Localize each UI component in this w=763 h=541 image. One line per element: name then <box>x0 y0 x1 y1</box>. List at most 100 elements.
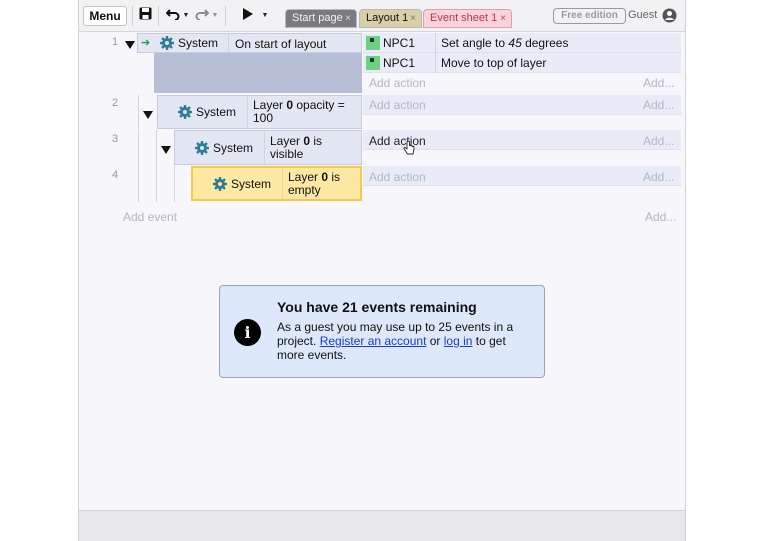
toolbar-divider <box>158 6 159 26</box>
menu-button[interactable]: Menu <box>83 6 127 26</box>
action-object: NPC1 <box>366 56 415 70</box>
tab-label: Layout 1 <box>366 12 409 24</box>
condition-text: Layer 0 is visible <box>270 135 355 161</box>
save-icon[interactable] <box>137 6 153 26</box>
indent-line <box>138 95 139 129</box>
condition-text: Layer 0 is empty <box>288 171 358 197</box>
undo-icon[interactable] <box>165 6 181 26</box>
condition-text-part: Layer <box>253 98 287 112</box>
sprite-icon <box>366 36 380 50</box>
play-dropdown-icon[interactable]: ▼ <box>261 12 269 19</box>
condition-object: System <box>178 105 236 119</box>
condition-text-part: Layer <box>288 170 322 184</box>
hand-cursor-icon <box>403 140 415 155</box>
condition-object: System <box>160 36 218 50</box>
cell-divider <box>264 131 265 164</box>
system-gear-icon <box>160 36 174 50</box>
system-gear-icon <box>178 105 192 119</box>
cell-divider <box>435 33 436 53</box>
log-in-link[interactable]: log in <box>443 334 473 348</box>
add-action-link[interactable]: Add action <box>369 98 426 112</box>
tab-close-icon[interactable]: × <box>500 13 506 24</box>
tab-event-sheet-1[interactable]: Event sheet 1 × <box>423 9 512 28</box>
system-gear-icon <box>213 177 227 191</box>
add-action-link[interactable]: Add action <box>369 170 426 184</box>
condition-object: System <box>213 177 271 191</box>
tab-label: Start page <box>292 12 343 24</box>
event-number: 1 <box>111 36 119 48</box>
add-action-link[interactable]: Add action <box>369 134 426 148</box>
event-block-background <box>154 53 362 93</box>
indent-line <box>156 166 157 202</box>
add-menu-link[interactable]: Add... <box>643 134 675 148</box>
free-edition-badge[interactable]: Free edition <box>553 8 626 24</box>
toolbar-divider <box>225 6 226 26</box>
action-row[interactable]: Add action Add... <box>363 166 681 186</box>
add-action-link[interactable]: Add action <box>369 76 426 90</box>
condition-object-name: System <box>196 105 237 119</box>
action-row[interactable]: NPC1 Set angle to 45 degrees <box>363 33 681 53</box>
add-event-link[interactable]: Add event <box>123 210 178 224</box>
add-menu-link[interactable]: Add... <box>643 98 675 112</box>
event-number: 4 <box>111 169 119 181</box>
action-text: Set angle to 45 degrees <box>441 36 568 50</box>
tab-label: Event sheet 1 <box>430 12 498 24</box>
system-gear-icon <box>195 141 209 155</box>
user-account-icon[interactable] <box>662 8 677 23</box>
cell-divider <box>435 53 436 73</box>
collapse-triangle-icon[interactable] <box>125 38 135 49</box>
collapse-triangle-icon[interactable] <box>143 108 153 119</box>
tab-layout-1[interactable]: Layout 1 × <box>359 9 422 28</box>
condition-object: System <box>195 141 253 155</box>
guest-label[interactable]: Guest <box>628 9 658 21</box>
register-account-link[interactable]: Register an account <box>319 334 427 348</box>
event-number: 2 <box>111 97 119 109</box>
condition-text-part: Layer <box>270 134 304 148</box>
redo-icon[interactable] <box>194 6 210 26</box>
collapse-triangle-icon[interactable] <box>161 143 171 154</box>
cell-divider <box>228 34 229 52</box>
event-condition-block[interactable]: System Layer 0 opacity = 100 <box>157 95 362 129</box>
action-object: NPC1 <box>366 36 415 50</box>
action-row[interactable]: NPC1 Move to top of layer <box>363 53 681 73</box>
play-icon[interactable] <box>241 6 255 26</box>
action-row[interactable]: Add action Add... <box>363 130 681 150</box>
action-row[interactable]: Add action Add... <box>363 95 681 115</box>
condition-text-part: is visible <box>270 134 323 161</box>
tab-close-icon[interactable]: × <box>345 13 351 24</box>
add-menu-link[interactable]: Add... <box>645 210 677 224</box>
toolbar-divider <box>132 6 133 26</box>
add-menu-link[interactable]: Add... <box>643 170 675 184</box>
notice-text: to get more events. <box>277 334 506 362</box>
action-text-value: 45 <box>508 36 522 50</box>
action-text: Move to top of layer <box>441 56 547 70</box>
indent-line <box>138 166 139 202</box>
condition-object-name: System <box>231 177 272 191</box>
tab-close-icon[interactable]: × <box>410 13 416 24</box>
action-object-name: NPC1 <box>383 56 416 70</box>
undo-dropdown-icon[interactable]: ▼ <box>182 12 190 19</box>
event-number: 3 <box>111 133 119 145</box>
notice-text: As a guest you may use up to 25 events i… <box>277 320 514 348</box>
construct-editor-window: Menu ▼ ▼ ▼ Start page × Layout 1 × Event… <box>78 0 686 541</box>
condition-object-name: System <box>178 36 219 50</box>
notice-text: or <box>426 334 444 348</box>
indent-line <box>174 166 175 202</box>
tab-start-page[interactable]: Start page × <box>285 9 357 28</box>
condition-text-part: opacity = 100 <box>253 98 345 125</box>
cell-divider <box>247 96 248 128</box>
info-icon: i <box>234 319 261 346</box>
cell-divider <box>282 168 283 199</box>
condition-text: Layer 0 opacity = 100 <box>253 99 358 125</box>
condition-text: On start of layout <box>235 37 327 51</box>
selected-event-condition-block[interactable]: System Layer 0 is empty <box>191 166 362 201</box>
toolbar: Menu ▼ ▼ ▼ Start page × Layout 1 × Event… <box>79 0 685 32</box>
condition-layer-value: 0 <box>286 98 294 112</box>
redo-dropdown-icon[interactable]: ▼ <box>211 12 219 19</box>
condition-layer-value: 0 <box>321 170 329 184</box>
event-condition-block[interactable]: ➔ System On start of layout <box>137 33 362 53</box>
event-condition-block[interactable]: System Layer 0 is visible <box>174 130 362 165</box>
add-menu-link[interactable]: Add... <box>643 76 675 90</box>
indent-line <box>138 130 139 166</box>
events-remaining-notice: i You have 21 events remaining As a gues… <box>219 285 545 378</box>
